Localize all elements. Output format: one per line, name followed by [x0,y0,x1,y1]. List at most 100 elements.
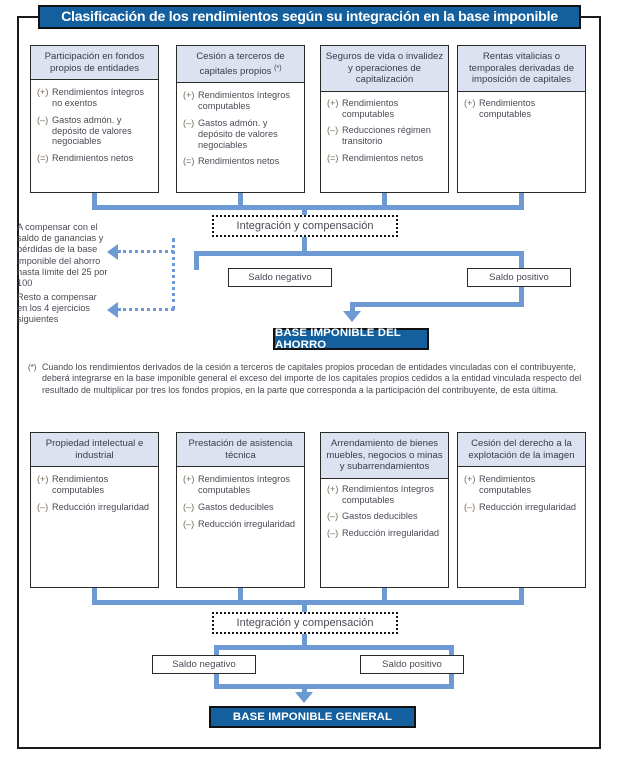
connector-result-stem-general [302,684,307,694]
connector-bus-general [92,600,524,605]
arrow-down-result-savings [343,311,361,322]
category-items: (+) Rendimientos computables (–) Reducci… [458,467,585,523]
category-box-cesion-terceros: Cesión a terceros de capitales propios (… [176,45,305,193]
item-text: Gastos admón. y depósito de valores nego… [198,117,278,150]
list-item: (+) Rendimientos computables [464,474,580,496]
saldo-positivo-savings: Saldo positivo [467,268,571,287]
category-box-asistencia-tecnica: Prestación de asistencia técnica (+) Ren… [176,432,305,588]
sign-minus: (–) [183,501,195,512]
item-text: Rendimientos computables [342,97,399,119]
connector-stub-2 [238,193,243,207]
result-base-imponible-general: BASE IMPONIBLE GENERAL [209,706,416,728]
list-item: (–) Gastos deducibles [327,511,443,522]
connector-to-saldo-positivo-savings [519,251,524,270]
connector-to-integration-general [302,600,307,615]
saldo-negativo-general: Saldo negativo [152,655,256,674]
category-items: (+) Rendimientos computables (–) Reducci… [31,467,158,523]
list-item: (+) Rendimientos íntegros computables [183,90,299,112]
category-heading: Participación en fondos propios de entid… [31,46,158,81]
sign-equals: (=) [37,153,49,164]
sign-minus: (–) [37,501,49,512]
item-text: Rendimientos computables [479,97,536,119]
list-item: (+) Rendimientos computables [464,98,580,120]
list-item: (–) Gastos admón. y depósito de valores … [37,115,153,147]
list-item: (+) Rendimientos íntegros no exentos [37,87,153,109]
sign-equals: (=) [183,156,195,167]
item-text: Rendimientos netos [52,153,134,164]
category-box-derecho-imagen: Cesión del derecho a la explotación de l… [457,432,586,588]
sign-minus: (–) [327,125,339,136]
list-item: (–) Reducción irregularidad [327,528,443,539]
sign-minus: (–) [37,114,49,125]
category-box-arrendamiento: Arrendamiento de bienes muebles, negocio… [320,432,449,588]
sign-plus: (+) [464,474,476,485]
arrow-left-note2 [107,302,118,318]
connector-to-integration-savings [302,205,307,219]
saldo-negativo-savings: Saldo negativo [228,268,332,287]
dotted-connector-note2 [118,308,174,311]
connector-stub-3 [382,193,387,207]
connector-integration-down-general [302,634,307,648]
category-heading: Propiedad intelectual e industrial [31,433,158,468]
connector-stub-g2 [238,588,243,602]
connector-stub-1 [92,193,97,207]
item-text: Reducción irregularidad [479,501,577,512]
sign-minus: (–) [327,511,339,522]
item-text: Reducciones régimen transitorio [342,125,431,147]
list-item: (+) Rendimientos íntegros computables [327,484,443,506]
sign-minus: (–) [183,518,195,529]
item-text: Rendimientos computables [479,474,536,495]
connector-bus-savings [92,205,524,210]
list-item: (–) Reducciones régimen transitorio [327,125,443,147]
category-heading: Rentas vitalicias o temporales derivadas… [458,46,585,92]
list-item: (–) Gastos deducibles [183,502,299,513]
item-text: Gastos admón. y depósito de valores nego… [52,114,132,147]
category-heading: Prestación de asistencia técnica [177,433,304,468]
connector-integration-down-savings [302,237,307,254]
saldo-positivo-general: Saldo positivo [360,655,464,674]
note-compensar-saldo: A compensar con el saldo de ganancias y … [17,222,108,289]
list-item: (–) Reducción irregularidad [183,519,299,530]
category-items: (+) Rendimientos computables [458,92,585,131]
arrow-left-note1 [107,244,118,260]
sign-minus: (–) [327,528,339,539]
connector-positivo-across-savings [350,302,524,307]
dotted-connector-note1 [118,250,174,253]
footnote: (*) Cuando los rendimientos derivados de… [28,362,590,396]
item-text: Rendimientos netos [198,156,280,167]
connector-split-savings [194,251,524,256]
connector-stub-g3 [382,588,387,602]
connector-stub-4 [519,193,524,207]
list-item: (–) Reducción irregularidad [37,502,153,513]
category-items: (+) Rendimientos íntegros no exentos (–)… [31,80,158,175]
connector-stub-g4 [519,588,524,602]
category-items: (+) Rendimientos íntegros computables (–… [177,467,304,540]
list-item: (+) Rendimientos computables [327,98,443,120]
item-text: Rendimientos íntegros computables [198,474,290,495]
list-item: (–) Reducción irregularidad [464,502,580,513]
sign-plus: (+) [464,97,476,108]
item-text: Reducción irregularidad [342,528,440,539]
sign-plus: (+) [327,97,339,108]
item-text: Reducción irregularidad [52,501,150,512]
sign-plus: (+) [327,483,339,494]
category-box-seguros-vida: Seguros de vida o invalidez y operacione… [320,45,449,193]
category-items: (+) Rendimientos íntegros computables (–… [321,479,448,550]
item-text: Rendimientos íntegros computables [198,90,290,112]
connector-to-saldo-negativo-savings [194,251,199,270]
list-item: (–) Gastos admón. y depósito de valores … [183,118,299,150]
connector-stub-g1 [92,588,97,602]
sign-minus: (–) [183,117,195,128]
category-heading: Cesión a terceros de capitales propios (… [177,46,304,84]
footnote-text: Cuando los rendimientos derivados de la … [42,362,582,395]
category-box-participacion: Participación en fondos propios de entid… [30,45,159,193]
list-item: (+) Rendimientos íntegros computables [183,474,299,496]
category-heading: Seguros de vida o invalidez y operacione… [321,46,448,92]
sign-plus: (+) [183,90,195,101]
item-text: Gastos deducibles [342,511,418,522]
sign-minus: (–) [464,501,476,512]
footnote-marker: (*) [274,64,282,72]
category-items: (+) Rendimientos computables (–) Reducci… [321,92,448,175]
item-text: Rendimientos íntegros computables [342,483,434,505]
